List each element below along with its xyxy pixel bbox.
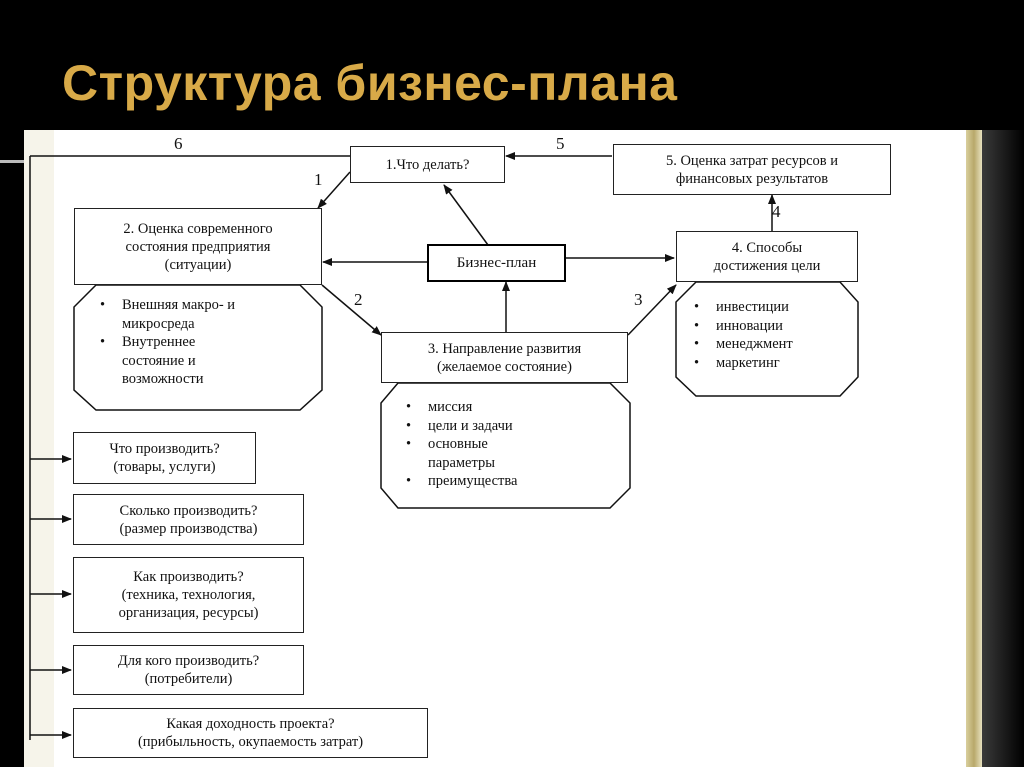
direction-list: миссия цели и задачи основные параметры п… bbox=[402, 398, 517, 491]
list-item-text: Внутреннее bbox=[122, 334, 196, 350]
question-box-what: Что производить? (товары, услуги) bbox=[73, 432, 256, 484]
box-what-to-do-text: 1.Что делать? bbox=[385, 156, 470, 173]
list-item: маркетинг bbox=[690, 354, 793, 373]
box-business-plan: Бизнес-план bbox=[427, 244, 566, 282]
list-item: менеджмент bbox=[690, 335, 793, 354]
label-3: 3 bbox=[634, 290, 643, 309]
list-item-text: Внешняя макро- и bbox=[122, 297, 236, 313]
box-direction-line-1: 3. Направление развития bbox=[427, 340, 582, 357]
arrow-bp-to-1 bbox=[443, 184, 489, 246]
question-how-line-3: организация, ресурсы) bbox=[118, 605, 259, 621]
question-box-for-whom: Для кого производить? (потребители) bbox=[73, 645, 304, 695]
box-assessment-line-2: состояния предприятия bbox=[125, 238, 271, 255]
list-item: инвестиции bbox=[690, 298, 793, 317]
question-how-line-2: (техника, технология, bbox=[121, 587, 256, 603]
box-direction-line-2: (желаемое состояние) bbox=[437, 358, 572, 375]
environment-octagon bbox=[73, 284, 323, 411]
box-methods: 4. Способы достижения цели bbox=[676, 231, 858, 282]
question-for-whom-line-2: (потребители) bbox=[144, 671, 233, 687]
question-box-how: Как производить? (техника, технология, о… bbox=[73, 557, 304, 633]
question-box-profitability: Какая доходность проекта? (прибыльность,… bbox=[73, 708, 428, 758]
methods-octagon bbox=[675, 281, 859, 397]
question-what-line-1: Что производить? bbox=[109, 441, 220, 457]
arrow-3 bbox=[627, 284, 677, 336]
list-item-text: микросреда bbox=[122, 315, 195, 332]
box-business-plan-text: Бизнес-план bbox=[456, 255, 537, 271]
box-assessment-line-3: (ситуации) bbox=[164, 256, 232, 273]
box-methods-line-2: достижения цели bbox=[713, 257, 821, 274]
box-assessment: 2. Оценка современного состояния предпри… bbox=[74, 208, 322, 285]
list-item: инновации bbox=[690, 317, 793, 336]
list-item: основные параметры bbox=[402, 435, 517, 472]
box-what-to-do: 1.Что делать? bbox=[350, 146, 505, 183]
label-4: 4 bbox=[772, 202, 781, 221]
question-how-much-line-1: Сколько производить? bbox=[119, 502, 258, 519]
direction-octagon bbox=[380, 382, 631, 509]
list-item: Внешняя макро- и микросреда bbox=[96, 296, 235, 333]
question-profitability-line-1: Какая доходность проекта? bbox=[166, 716, 335, 732]
label-6: 6 bbox=[174, 134, 183, 153]
list-item: Внутреннее состояние и возможности bbox=[96, 333, 235, 389]
paper-left-edge bbox=[24, 130, 54, 767]
arrow-2 bbox=[321, 284, 382, 336]
label-1: 1 bbox=[314, 170, 323, 189]
question-how-much-line-2: (размер производства) bbox=[119, 520, 258, 537]
label-5: 5 bbox=[556, 134, 565, 153]
box-costs: 5. Оценка затрат ресурсов и финансовых р… bbox=[613, 144, 891, 195]
box-methods-line-1: 4. Способы bbox=[731, 239, 803, 256]
methods-list: инвестиции инновации менеджмент маркетин… bbox=[690, 298, 793, 372]
slide-title: Структура бизнес-плана bbox=[62, 55, 678, 111]
box-assessment-line-1: 2. Оценка современного bbox=[123, 220, 273, 237]
list-item-text: параметры bbox=[428, 454, 495, 471]
question-box-how-much: Сколько производить? (размер производств… bbox=[73, 494, 304, 545]
list-item-text: возможности bbox=[122, 371, 204, 387]
question-profitability-line-2: (прибыльность, окупаемость затрат) bbox=[137, 734, 364, 750]
paper-shadow bbox=[982, 130, 1024, 767]
list-item-text: основные bbox=[428, 436, 488, 452]
environment-list: Внешняя макро- и микросреда Внутреннее сос… bbox=[96, 296, 235, 389]
list-item-text: состояние и bbox=[122, 352, 196, 369]
box-costs-line-2: финансовых результатов bbox=[675, 170, 829, 187]
question-for-whom-line-1: Для кого производить? bbox=[117, 653, 260, 669]
arrow-1 bbox=[317, 171, 351, 209]
box-direction: 3. Направление развития (желаемое состоя… bbox=[381, 332, 628, 383]
list-item: миссия bbox=[402, 398, 517, 417]
list-item: цели и задачи bbox=[402, 417, 517, 436]
list-item: преимущества bbox=[402, 472, 517, 491]
label-2: 2 bbox=[354, 290, 363, 309]
question-how-line-1: Как производить? bbox=[133, 569, 244, 585]
paper-right-edge bbox=[966, 130, 982, 767]
question-what-line-2: (товары, услуги) bbox=[113, 459, 216, 475]
box-costs-line-1: 5. Оценка затрат ресурсов и bbox=[665, 152, 839, 169]
